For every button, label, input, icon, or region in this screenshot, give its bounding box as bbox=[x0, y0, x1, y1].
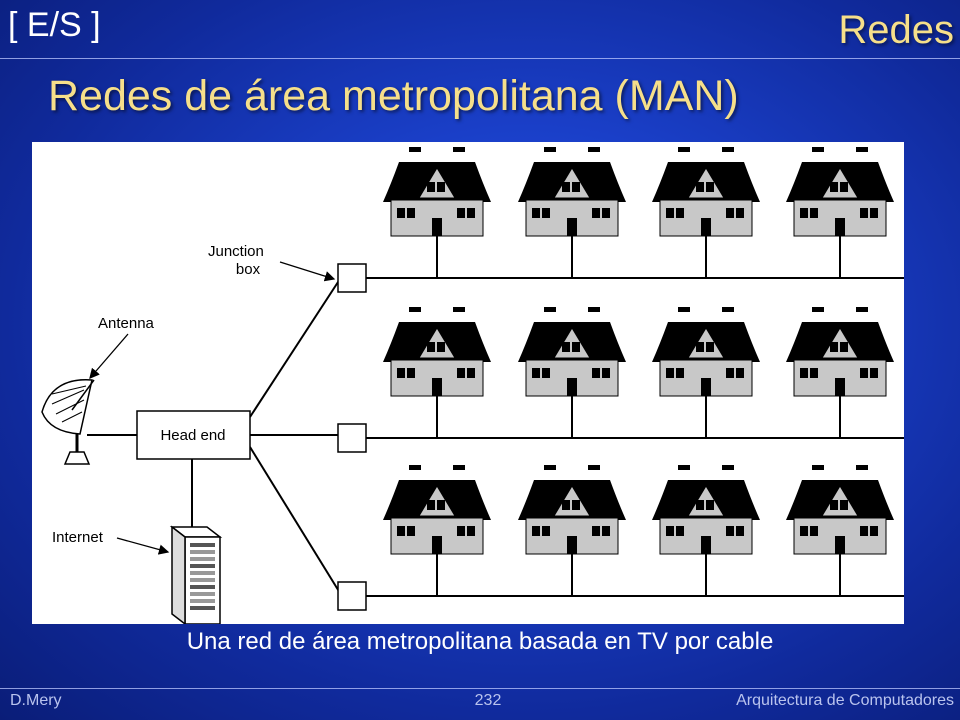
server-slot bbox=[190, 606, 215, 610]
section-tag: [ E/S ] bbox=[8, 6, 101, 44]
house-icon bbox=[518, 147, 626, 278]
slide-title: Redes de área metropolitana (MAN) bbox=[48, 72, 739, 120]
junction-box-label-line1: Junction bbox=[208, 243, 264, 260]
house-icon bbox=[383, 307, 491, 438]
antenna-arrow bbox=[89, 333, 129, 379]
junction-boxes bbox=[337, 263, 367, 611]
junction-box-label-line2: box bbox=[236, 261, 261, 278]
server-slot bbox=[190, 585, 215, 589]
footer-course: Arquitectura de Computadores bbox=[736, 692, 954, 709]
house-icon bbox=[383, 465, 491, 596]
house-grid bbox=[383, 147, 894, 596]
server-slot bbox=[190, 557, 215, 561]
internet-label: Internet bbox=[52, 529, 104, 546]
feeder-lines bbox=[354, 277, 904, 597]
server-slot bbox=[190, 599, 215, 603]
server-slot bbox=[190, 578, 215, 582]
head-end-box bbox=[136, 410, 251, 460]
house-icon bbox=[652, 465, 760, 596]
house-icon bbox=[518, 465, 626, 596]
house-icon bbox=[383, 147, 491, 278]
cable-tv-man-diagram: Head end Junction box Antenna Internet bbox=[32, 142, 904, 624]
antenna-icon bbox=[41, 379, 95, 465]
server-slot bbox=[190, 564, 215, 568]
head-end-label: Head end bbox=[160, 427, 225, 444]
server-slot bbox=[190, 550, 215, 554]
footer-page-number: 232 bbox=[474, 692, 502, 709]
house-icon bbox=[652, 307, 760, 438]
house-icon bbox=[652, 147, 760, 278]
antenna-label: Antenna bbox=[98, 315, 155, 332]
junction-box-arrow bbox=[279, 261, 336, 282]
junction-box bbox=[337, 263, 367, 293]
junction-box bbox=[337, 423, 367, 453]
internet-arrow bbox=[116, 537, 170, 555]
internet-server-icon bbox=[169, 525, 223, 624]
house-icon bbox=[786, 307, 894, 438]
junction-box bbox=[337, 581, 367, 611]
house-icon bbox=[786, 147, 894, 278]
topic-title: Redes bbox=[838, 8, 954, 52]
footer-rule bbox=[0, 688, 960, 689]
server-slot bbox=[190, 571, 215, 575]
server-slot bbox=[190, 592, 215, 596]
server-slot bbox=[190, 543, 215, 547]
house-icon bbox=[786, 465, 894, 596]
trunk-line-bottom bbox=[249, 446, 341, 594]
trunk-line-top bbox=[249, 278, 341, 418]
figure-caption: Una red de área metropolitana basada en … bbox=[186, 628, 774, 655]
house-icon bbox=[518, 307, 626, 438]
footer-author: D.Mery bbox=[10, 692, 62, 709]
header-rule bbox=[0, 58, 960, 59]
